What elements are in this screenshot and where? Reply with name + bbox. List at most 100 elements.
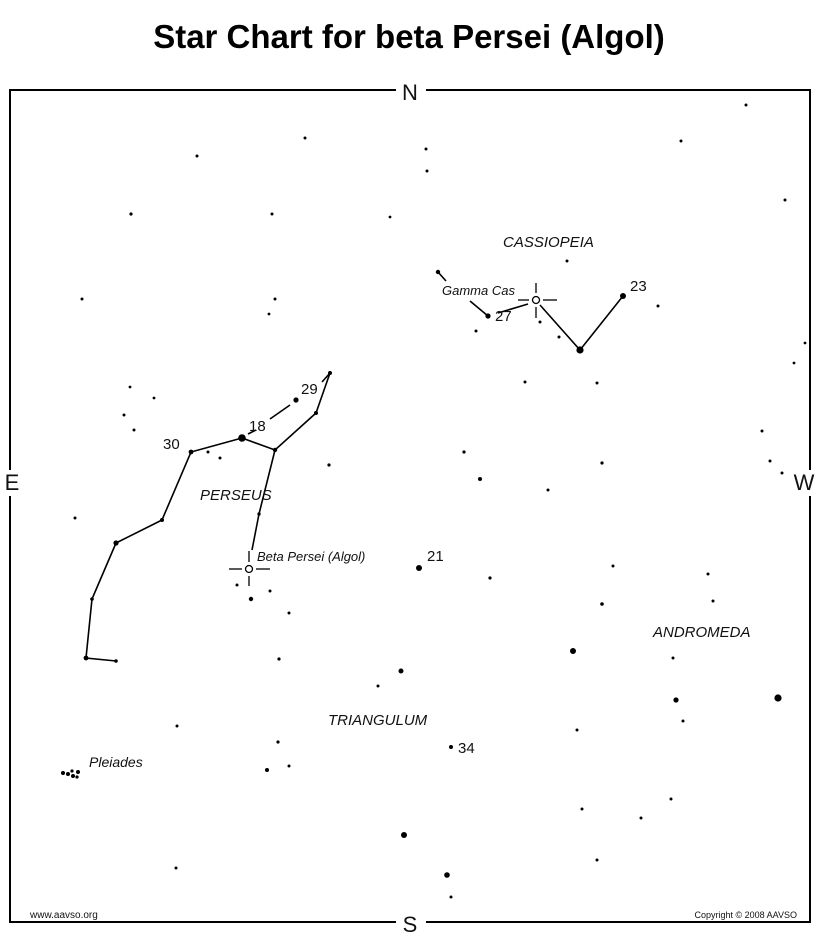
star: [70, 769, 74, 773]
star: [600, 461, 604, 465]
label-cassiopeia: CASSIOPEIA: [503, 234, 594, 251]
comp-star-29: 29: [301, 381, 318, 398]
star: [792, 361, 796, 365]
star: [595, 858, 599, 862]
star: [388, 215, 392, 219]
star: [523, 380, 527, 384]
star: [424, 147, 428, 151]
star: [681, 719, 685, 723]
star: [401, 832, 407, 838]
star: [449, 745, 453, 749]
star: [538, 320, 542, 324]
star: [783, 198, 787, 202]
star: [152, 396, 156, 400]
label-algol: Beta Persei (Algol): [257, 549, 365, 564]
constellation-line: [321, 372, 331, 383]
star: [398, 668, 404, 674]
star: [576, 346, 584, 354]
star: [478, 477, 482, 481]
star: [206, 450, 210, 454]
star: [122, 413, 126, 417]
star: [425, 169, 429, 173]
star: [803, 341, 807, 345]
comp-star-18: 18: [249, 418, 266, 435]
star: [671, 656, 675, 660]
constellation-line: [269, 404, 291, 420]
chart-frame: [9, 89, 811, 923]
compass-east: E: [5, 470, 20, 495]
label-perseus: PERSEUS: [200, 487, 272, 504]
comp-star-27: 27: [495, 308, 512, 325]
comp-star-21: 21: [427, 548, 444, 565]
star: [435, 269, 441, 275]
star: [235, 583, 239, 587]
star: [273, 297, 277, 301]
compass-south: S: [403, 912, 418, 937]
chart-title: Star Chart for beta Persei (Algol): [153, 18, 665, 55]
star: [595, 381, 599, 385]
footer-copyright: Copyright © 2008 AAVSO: [694, 910, 797, 920]
star: [546, 488, 550, 492]
star: [276, 740, 280, 744]
star: [485, 313, 491, 319]
comp-star-30: 30: [163, 436, 180, 453]
star: [768, 459, 772, 463]
star: [287, 611, 291, 615]
star: [61, 771, 65, 775]
star: [195, 154, 199, 158]
star: [175, 724, 179, 728]
footer-website: www.aavso.org: [29, 910, 98, 921]
star: [639, 816, 643, 820]
star: [376, 684, 380, 688]
star: [314, 411, 318, 415]
compass-north: N: [402, 80, 418, 105]
star: [656, 304, 660, 308]
star: [760, 429, 764, 433]
gamma-cas-marker: [518, 283, 557, 318]
label-triangulum: TRIANGULUM: [328, 712, 428, 729]
constellation-line: [539, 295, 624, 352]
label-andromeda: ANDROMEDA: [652, 624, 751, 641]
stars: [61, 103, 807, 899]
star: [270, 212, 274, 216]
star: [277, 657, 281, 661]
star: [706, 572, 710, 576]
label-pleiades: Pleiades: [89, 754, 143, 770]
star: [780, 471, 784, 475]
star: [218, 456, 222, 460]
star: [570, 648, 576, 654]
star: [744, 103, 748, 107]
star: [268, 589, 272, 593]
star: [113, 540, 119, 546]
star: [90, 597, 94, 601]
comp-star-34: 34: [458, 740, 475, 757]
constellation-line: [85, 437, 243, 662]
star: [114, 659, 118, 663]
star: [248, 596, 254, 602]
constellation-line: [469, 300, 489, 317]
star: [711, 599, 715, 603]
star: [76, 770, 80, 774]
star: [128, 385, 132, 389]
star: [679, 139, 683, 143]
star: [287, 764, 291, 768]
star: [669, 797, 673, 801]
star: [600, 602, 604, 606]
compass-west: W: [794, 470, 815, 495]
star: [267, 312, 271, 316]
label-gamma-cas: Gamma Cas: [442, 283, 515, 298]
star: [488, 576, 492, 580]
star: [774, 694, 782, 702]
star: [462, 450, 466, 454]
star: [611, 564, 615, 568]
star: [257, 512, 261, 516]
star: [129, 212, 133, 216]
star: [272, 447, 278, 453]
star: [444, 872, 450, 878]
constellation-lines: [85, 271, 624, 662]
star: [565, 259, 569, 263]
star: [71, 774, 75, 778]
star: [673, 697, 679, 703]
star: [265, 768, 269, 772]
